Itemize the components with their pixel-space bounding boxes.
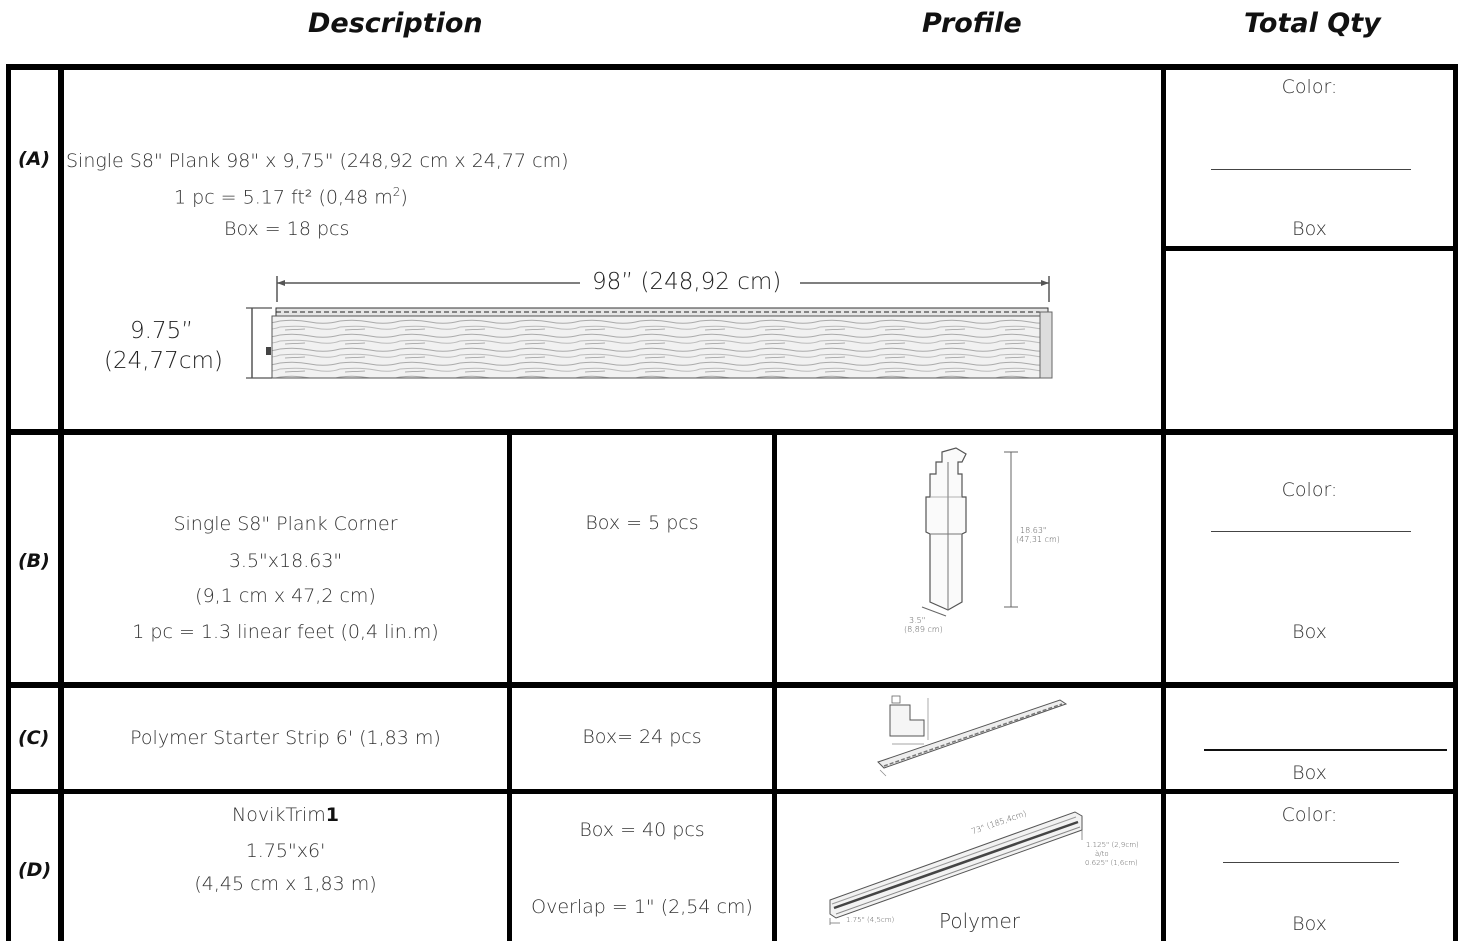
- row-d-description-line3: (4,45 cm x 1,83 m): [194, 873, 377, 895]
- row-b-box-qty: Box = 5 pcs: [585, 512, 699, 534]
- row-a-description-line1: Single S8" Plank 98" x 9,75" (248,92 cm …: [66, 150, 569, 172]
- row-c-description: Polymer Starter Strip 6' (1,83 m): [130, 727, 441, 749]
- row-a-description-line2: 1 pc = 5.17 ft² (0,48 m2): [174, 185, 408, 209]
- header-profile: Profile: [922, 8, 1022, 39]
- row-b-description-line2: 3.5"x18.63": [228, 550, 343, 572]
- corner-width-dim-1: 3.5": [909, 616, 926, 625]
- row-b-color-label: Color:: [1281, 479, 1338, 501]
- row-a-color-label: Color:: [1281, 76, 1338, 98]
- starter-strip-drawing: [877, 695, 1068, 777]
- plank-length-dimension: 98” (248,92 cm): [592, 269, 782, 295]
- row-b-box-label: Box: [1292, 621, 1327, 643]
- row-d-box-label: Box: [1292, 913, 1327, 935]
- corner-width-dim-2: (8,89 cm): [904, 625, 943, 634]
- row-c-box-qty: Box= 24 pcs: [582, 726, 702, 748]
- header-description: Description: [308, 8, 483, 39]
- trim-dim-b: à/to: [1095, 850, 1109, 858]
- row-a-box-label: Box: [1292, 218, 1327, 240]
- row-d-overlap: Overlap = 1" (2,54 cm): [531, 896, 753, 918]
- row-d-description-line1: NovikTrim1: [231, 804, 339, 826]
- row-d-description-line2: 1.75"x6': [245, 840, 326, 862]
- trim-drawing: [829, 811, 1083, 925]
- row-d-color-field[interactable]: [1223, 862, 1399, 863]
- row-a-description-line3: Box = 18 pcs: [224, 218, 350, 240]
- row-c-label: (C): [18, 727, 50, 749]
- row-a-label: (A): [18, 148, 51, 170]
- trim-material-label: Polymer: [939, 909, 1020, 933]
- corner-height-dim-2: (47,31 cm): [1016, 535, 1060, 544]
- plank-drawing: [246, 276, 1053, 379]
- row-b-color-field[interactable]: [1211, 531, 1411, 532]
- row-b-label: (B): [18, 550, 50, 572]
- trim-width-dim: 1.75" (4,5cm): [846, 916, 895, 924]
- row-c-qty-field[interactable]: [1204, 749, 1447, 751]
- row-a-color-field[interactable]: [1211, 169, 1411, 170]
- trim-dim-c: 0.625" (1,6cm): [1085, 859, 1138, 867]
- corner-height-dim-1: 18.63": [1020, 526, 1047, 535]
- trim-dim-a: 1.125" (2,9cm): [1086, 841, 1139, 849]
- row-c-box-label: Box: [1292, 762, 1327, 784]
- row-b-description-line1: Single S8" Plank Corner: [173, 513, 398, 535]
- corner-profile-drawing: [921, 447, 1018, 617]
- row-d-label: (D): [18, 859, 52, 881]
- row-d-color-label: Color:: [1281, 804, 1338, 826]
- plank-height-dimension-2: (24,77cm): [104, 348, 223, 374]
- row-d-box-qty: Box = 40 pcs: [579, 819, 705, 841]
- header-total-qty: Total Qty: [1244, 8, 1381, 39]
- plank-height-dimension-1: 9.75”: [130, 318, 194, 344]
- row-b-description-line4: 1 pc = 1.3 linear feet (0,4 lin.m): [132, 621, 439, 643]
- row-b-description-line3: (9,1 cm x 47,2 cm): [195, 585, 376, 607]
